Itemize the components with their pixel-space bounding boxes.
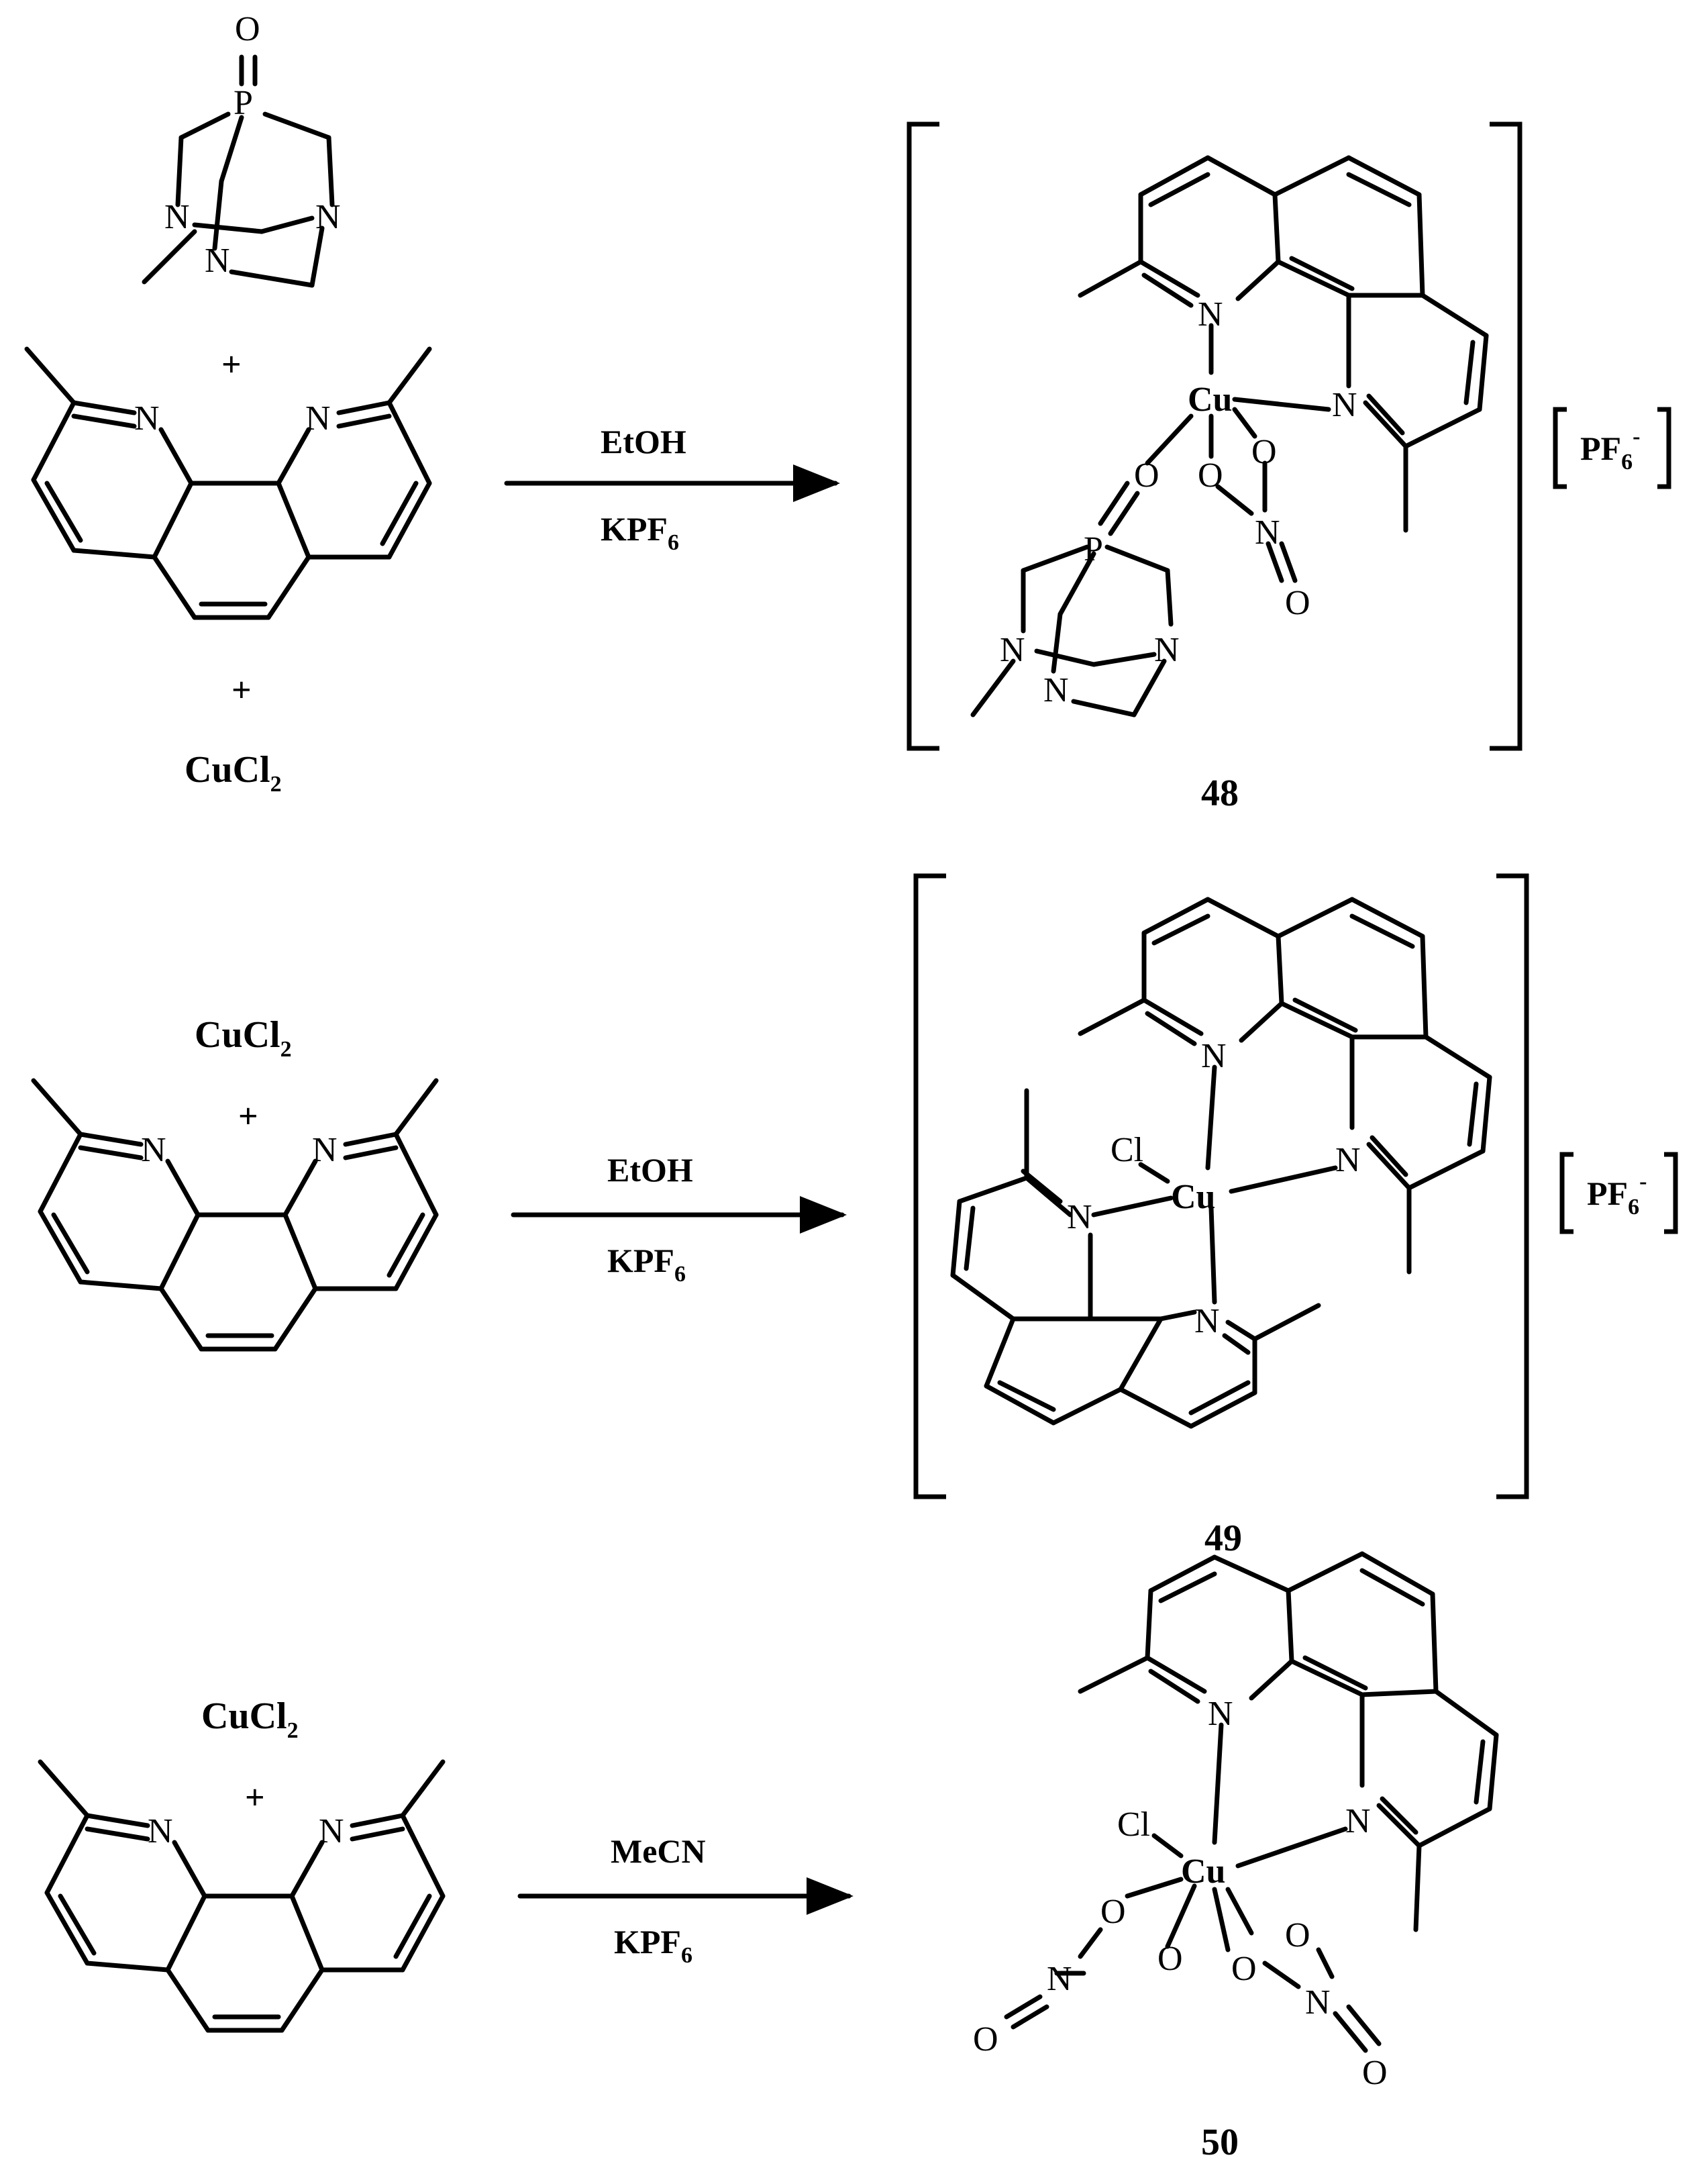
atom-label: O <box>1157 1940 1183 1978</box>
counterion-49: PF6- <box>1559 1152 1678 1234</box>
atom-label: N <box>134 399 160 438</box>
atom-label: O <box>1134 456 1159 495</box>
atom-label: N <box>1043 671 1069 709</box>
atom-label: Cu <box>1188 381 1232 419</box>
product-48: N N Cu O O O N O P N N N PF6- 48 <box>907 121 1671 814</box>
plus-sign: + <box>238 1097 258 1136</box>
solvent-label: EtOH <box>601 423 686 460</box>
atom-label: N <box>315 198 341 236</box>
atom-label: N <box>1194 1302 1220 1340</box>
svg-text:PF6-: PF6- <box>1587 1169 1647 1220</box>
reaction-arrow-1: EtOH KPF6 <box>504 423 840 555</box>
atom-label: N <box>1255 513 1280 552</box>
right-bracket <box>1490 121 1523 751</box>
complex-49-structure <box>950 897 1492 1429</box>
atom-label: O <box>1100 1893 1126 1931</box>
atom-label: N <box>1305 1983 1331 2022</box>
atom-label: N <box>1201 1037 1227 1075</box>
pta-oxide-structure <box>142 54 335 288</box>
left-bracket <box>907 121 939 751</box>
row-1-reactants: O P N N N + <box>24 10 432 797</box>
atom-label: Cu <box>1171 1178 1215 1216</box>
complex-48-structure <box>970 155 1489 717</box>
copper-chloride-reactant: CuCl2 <box>201 1695 299 1743</box>
atom-label: O <box>1285 1916 1310 1954</box>
svg-text:PF6-: PF6- <box>1580 424 1640 475</box>
row-2-reactants: CuCl2 + N N <box>31 1014 439 1352</box>
atom-label: O <box>1231 1950 1257 1988</box>
atom-label: N <box>1000 631 1025 669</box>
atom-label: O <box>973 2020 998 2058</box>
counterion-48: PF6- <box>1553 407 1671 489</box>
neocuproine-structure <box>38 1759 446 2033</box>
compound-label-49: 49 <box>1204 1518 1242 1559</box>
neocuproine-structure <box>24 346 432 620</box>
plus-sign: + <box>231 671 252 709</box>
plus-sign: + <box>245 1779 265 1817</box>
salt-label: KPF6 <box>614 1923 692 1968</box>
reaction-arrow-2: EtOH KPF6 <box>511 1151 847 1287</box>
atom-label: N <box>1154 631 1180 669</box>
atom-label: O <box>235 10 260 48</box>
compound-label-48: 48 <box>1201 773 1239 814</box>
atom-label: N <box>1208 1695 1233 1733</box>
atom-label: O <box>1198 456 1223 495</box>
complex-50-structure <box>1004 1551 1499 2053</box>
atom-label: Cl <box>1111 1131 1143 1169</box>
atom-label: O <box>1251 433 1277 471</box>
reaction-arrow-3: MeCN KPF6 <box>517 1832 854 1968</box>
plus-sign: + <box>221 346 242 384</box>
left-bracket <box>913 873 946 1499</box>
atom-label: N <box>1047 1960 1072 1998</box>
salt-label: KPF6 <box>607 1242 686 1287</box>
solvent-label: MeCN <box>611 1832 706 1870</box>
copper-chloride-reactant: CuCl2 <box>195 1014 292 1062</box>
row-3-reactants: CuCl2 + N N <box>38 1695 446 2033</box>
atom-label: N <box>205 242 230 280</box>
solvent-label: EtOH <box>607 1151 693 1189</box>
atom-label: N <box>305 399 331 438</box>
atom-label: P <box>234 84 253 122</box>
atom-label: Cl <box>1117 1805 1150 1844</box>
atom-label: O <box>1285 584 1310 622</box>
atom-label: N <box>164 198 190 236</box>
salt-label: KPF6 <box>601 510 679 555</box>
right-bracket <box>1496 873 1529 1499</box>
atom-label: N <box>1332 386 1357 424</box>
atom-label: N <box>319 1812 344 1850</box>
atom-label: O <box>1362 2054 1388 2092</box>
neocuproine-structure <box>31 1078 439 1352</box>
product-50: N N Cl Cu O O N O O O N O 50 <box>973 1551 1499 2163</box>
atom-label: N <box>1345 1802 1371 1840</box>
atom-label: N <box>148 1812 173 1850</box>
atom-label: N <box>312 1131 338 1169</box>
product-49: N N Cl Cu N N PF6- 49 <box>913 873 1678 1559</box>
atom-label: Cu <box>1181 1852 1225 1891</box>
atom-label: N <box>1067 1198 1092 1236</box>
copper-chloride-reactant: CuCl2 <box>185 749 282 797</box>
atom-label: P <box>1084 530 1103 568</box>
atom-label: N <box>141 1131 166 1169</box>
atom-label: N <box>1198 295 1223 334</box>
atom-label: N <box>1335 1141 1361 1179</box>
compound-label-50: 50 <box>1201 2122 1239 2163</box>
